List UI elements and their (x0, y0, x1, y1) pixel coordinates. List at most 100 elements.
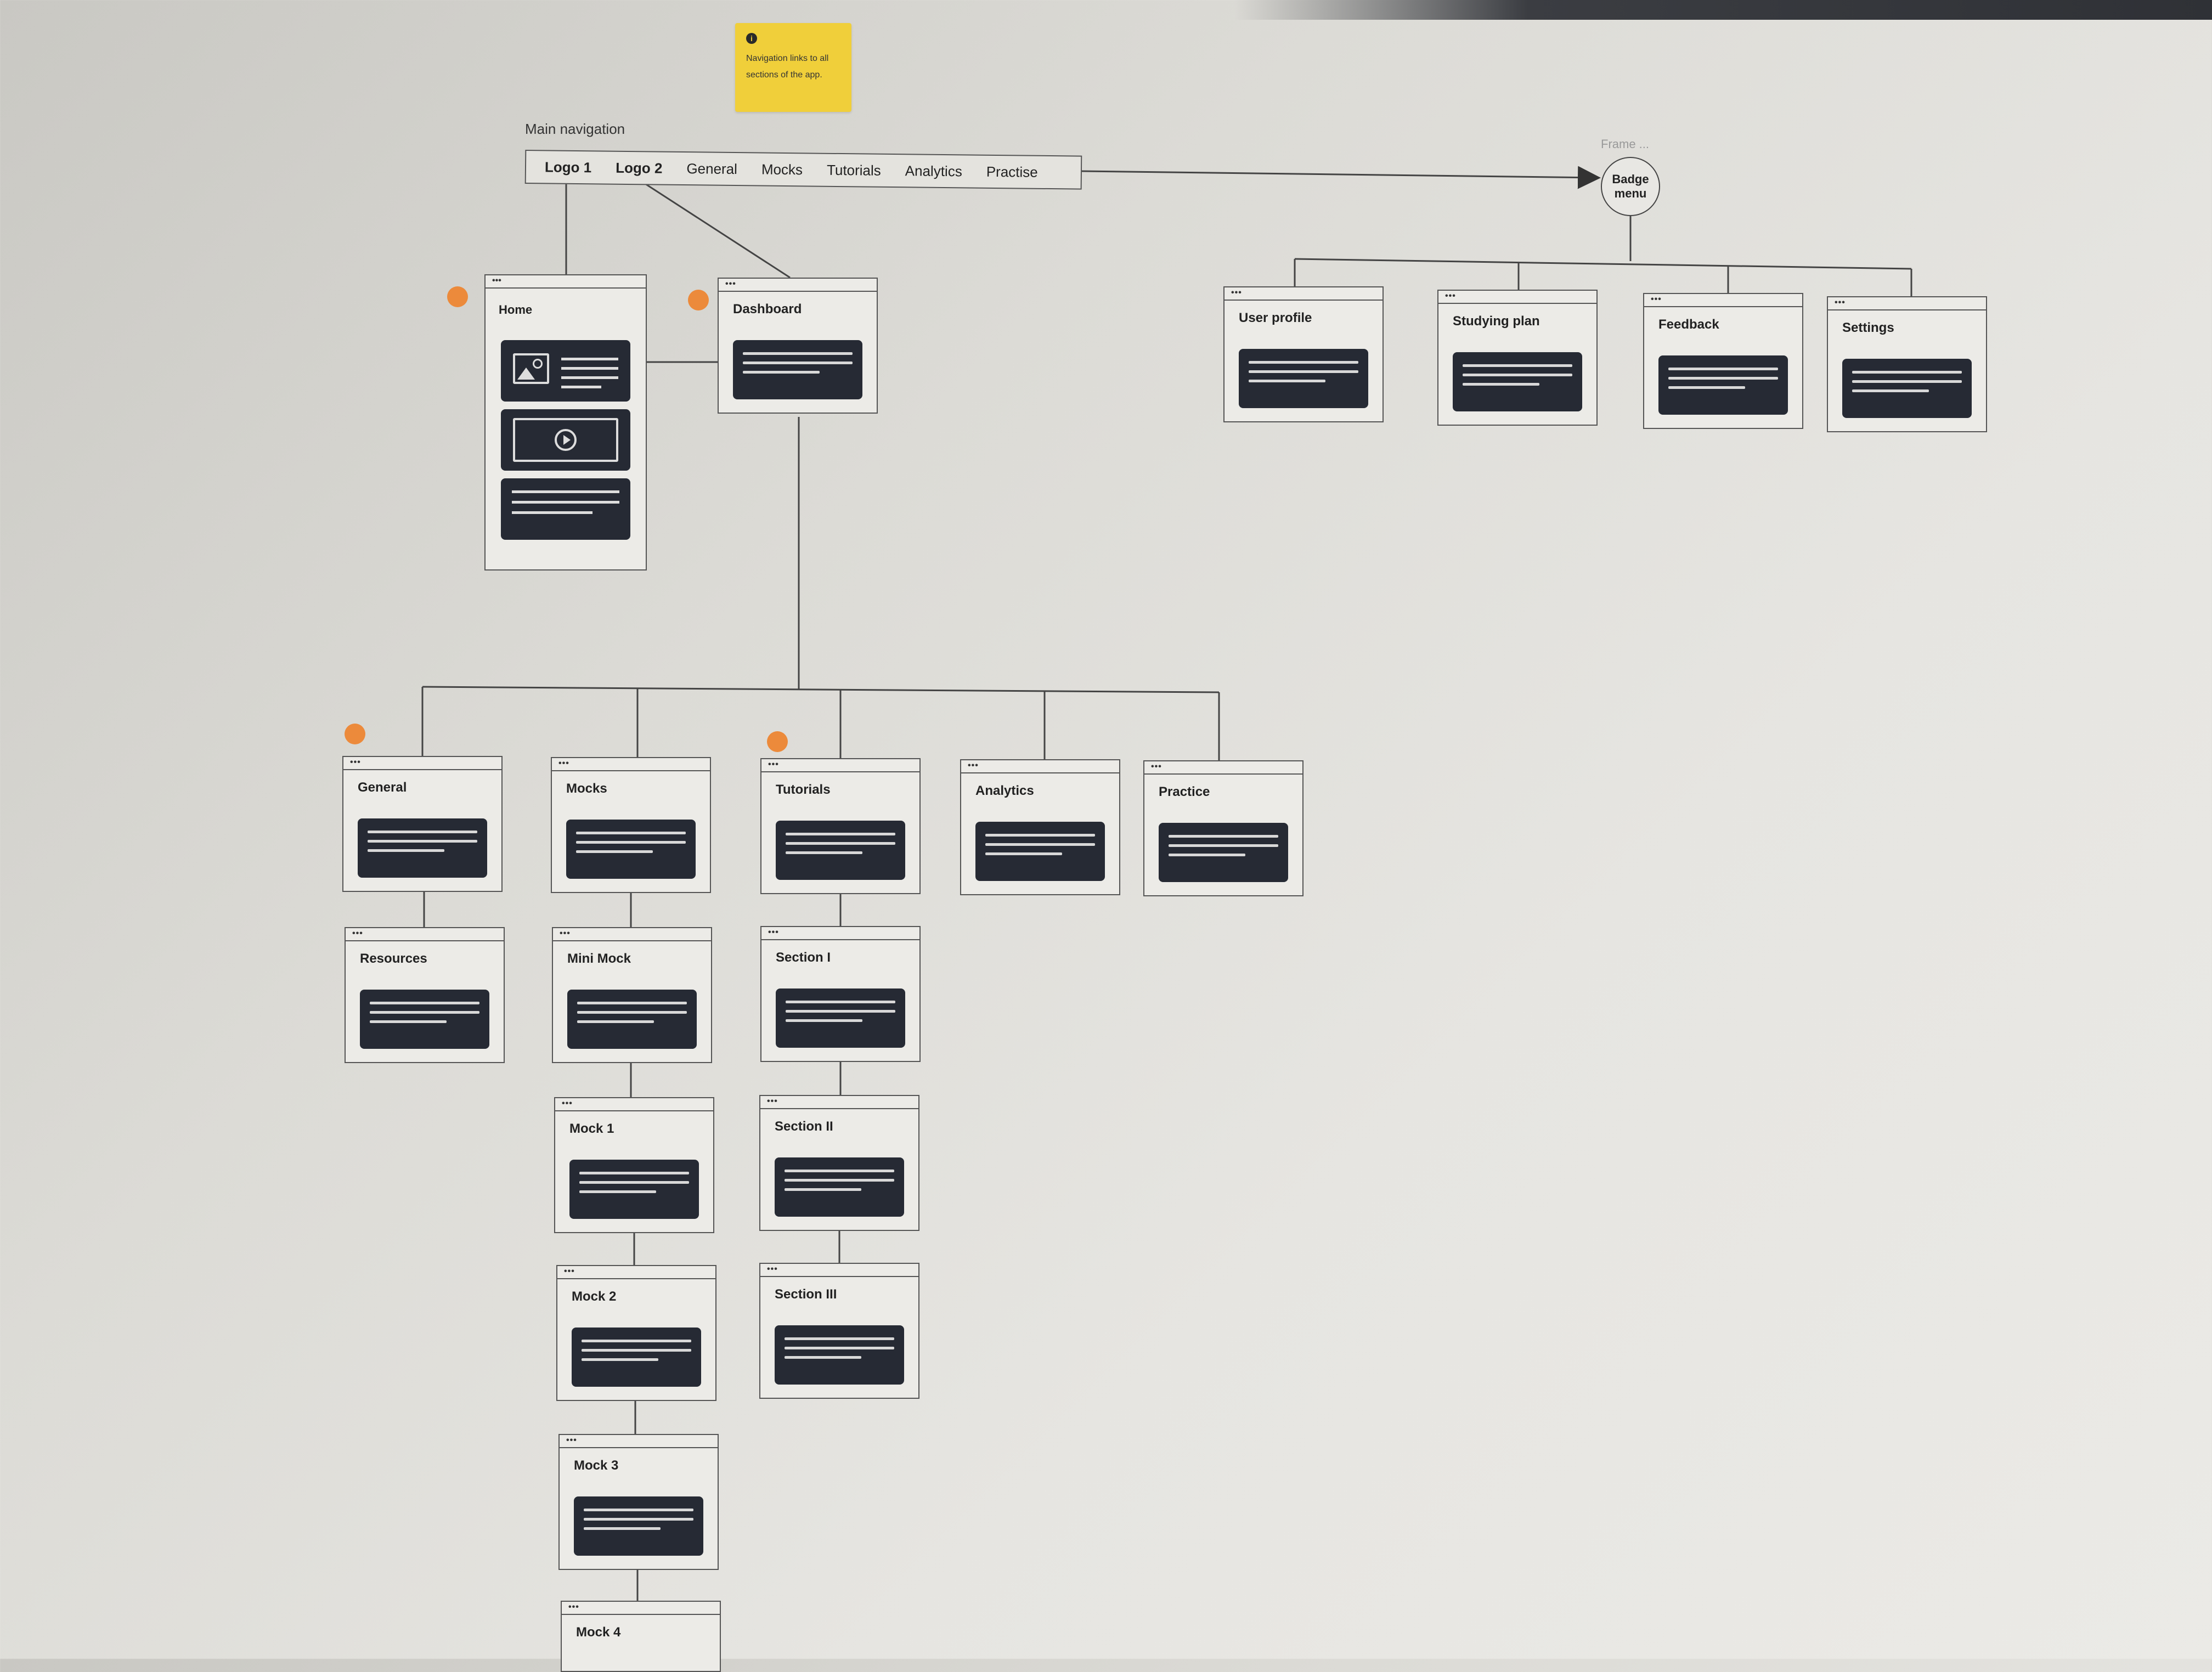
wireframe-dashboard[interactable]: ••• Dashboard (718, 278, 878, 414)
main-navigation-bar[interactable]: Logo 1 Logo 2 General Mocks Tutorials An… (524, 150, 1082, 190)
wireframe-title: Mini Mock (567, 951, 631, 966)
wireframe-home[interactable]: ••• Home (484, 274, 647, 570)
window-dots-icon: ••• (566, 1436, 577, 1445)
window-chrome: ••• (486, 275, 646, 289)
wireframe-tutorials[interactable]: ••• Tutorials (760, 758, 921, 894)
wireframe-title: Mock 3 (574, 1458, 619, 1473)
wireframe-analytics[interactable]: ••• Analytics (960, 759, 1120, 895)
wireframe-title: User profile (1239, 310, 1312, 325)
window-dots-icon: ••• (767, 1097, 778, 1106)
video-block (501, 409, 630, 471)
content-block (775, 1325, 904, 1385)
window-dots-icon: ••• (352, 929, 363, 938)
wireframe-title: Section III (775, 1287, 837, 1302)
window-dots-icon: ••• (568, 1602, 579, 1612)
window-dots-icon: ••• (768, 928, 779, 937)
window-dots-icon: ••• (564, 1267, 575, 1276)
info-icon: i (746, 33, 757, 44)
wireframe-title: Practice (1159, 784, 1210, 799)
status-marker (345, 724, 365, 744)
content-block (775, 1157, 904, 1217)
wireframe-title: Dashboard (733, 302, 802, 317)
window-dots-icon: ••• (1231, 288, 1242, 297)
nav-item-general[interactable]: General (686, 160, 738, 177)
window-dots-icon: ••• (1445, 291, 1456, 301)
wireframe-title: Resources (360, 951, 427, 966)
content-block (1453, 352, 1582, 411)
wireframe-mock-3[interactable]: ••• Mock 3 (558, 1434, 719, 1570)
nav-item-mocks[interactable]: Mocks (761, 161, 803, 178)
sticky-note[interactable]: i Navigation links to all sections of th… (735, 23, 851, 112)
window-dots-icon: ••• (768, 760, 779, 769)
wireframe-settings[interactable]: ••• Settings (1827, 296, 1987, 432)
wireframe-title: Tutorials (776, 782, 831, 797)
content-block (569, 1160, 699, 1219)
window-dots-icon: ••• (725, 279, 736, 289)
wireframe-section-1[interactable]: ••• Section I (760, 926, 921, 1062)
window-dots-icon: ••• (1835, 298, 1846, 307)
wireframe-feedback[interactable]: ••• Feedback (1643, 293, 1803, 429)
wireframe-title: Studying plan (1453, 314, 1540, 329)
status-marker (688, 290, 709, 310)
badge-menu-label: Badge menu (1612, 172, 1649, 200)
content-block (566, 820, 696, 879)
content-block (733, 340, 862, 399)
content-block (358, 818, 487, 878)
content-block (1159, 823, 1288, 882)
wireframe-title: Mock 1 (569, 1121, 614, 1136)
content-block (776, 821, 905, 880)
monitor-bezel (1234, 0, 2212, 20)
image-icon (513, 353, 549, 384)
wireframe-mock-1[interactable]: ••• Mock 1 (554, 1097, 714, 1233)
content-block (776, 988, 905, 1048)
badge-menu-node[interactable]: Badge menu (1601, 157, 1660, 216)
content-block (574, 1496, 703, 1556)
wireframe-title: Section I (776, 950, 831, 965)
wireframe-practice[interactable]: ••• Practice (1143, 760, 1304, 896)
sticky-note-text: Navigation links to all sections of the … (746, 54, 829, 80)
nav-item-logo-1[interactable]: Logo 1 (544, 158, 592, 176)
text-block (501, 478, 630, 540)
wireframe-section-2[interactable]: ••• Section II (759, 1095, 919, 1231)
wireframe-title: Analytics (975, 783, 1034, 798)
main-navigation-label: Main navigation (525, 121, 625, 137)
window-dots-icon: ••• (767, 1264, 778, 1274)
status-marker (767, 731, 788, 752)
content-block (567, 990, 697, 1049)
nav-item-logo-2[interactable]: Logo 2 (616, 159, 663, 177)
content-block (360, 990, 489, 1049)
window-dots-icon: ••• (562, 1099, 573, 1108)
wireframe-title: Section II (775, 1119, 833, 1134)
nav-item-tutorials[interactable]: Tutorials (826, 161, 881, 179)
content-block (1842, 359, 1972, 418)
wireframe-title: Settings (1842, 320, 1894, 335)
status-marker (447, 286, 468, 307)
nav-item-analytics[interactable]: Analytics (905, 162, 962, 179)
wireframe-title: General (358, 780, 407, 795)
wireframe-title: Feedback (1658, 317, 1719, 332)
wireframe-mini-mock[interactable]: ••• Mini Mock (552, 927, 712, 1063)
wireframe-title: Mock 2 (572, 1289, 617, 1304)
window-dots-icon: ••• (1151, 762, 1162, 771)
wireframe-section-3[interactable]: ••• Section III (759, 1263, 919, 1399)
wireframe-title: Mocks (566, 781, 607, 796)
wireframe-general[interactable]: ••• General (342, 756, 503, 892)
wireframe-mock-4[interactable]: ••• Mock 4 (561, 1601, 721, 1672)
wireframe-mocks[interactable]: ••• Mocks (551, 757, 711, 893)
content-block (572, 1328, 701, 1387)
window-dots-icon: ••• (558, 759, 569, 768)
nav-item-practise[interactable]: Practise (986, 163, 1038, 180)
frame-label: Frame ... (1601, 137, 1650, 151)
content-block (1658, 355, 1788, 415)
wireframe-mock-2[interactable]: ••• Mock 2 (556, 1265, 716, 1401)
wireframe-studying-plan[interactable]: ••• Studying plan (1437, 290, 1598, 426)
window-dots-icon: ••• (350, 758, 361, 767)
play-icon (555, 429, 577, 451)
window-dots-icon: ••• (968, 761, 979, 770)
wireframe-user-profile[interactable]: ••• User profile (1223, 286, 1384, 422)
wireframe-title: Mock 4 (576, 1625, 621, 1640)
wireframe-resources[interactable]: ••• Resources (345, 927, 505, 1063)
window-dots-icon: ••• (560, 929, 571, 938)
window-dots-icon: ••• (1651, 295, 1662, 304)
